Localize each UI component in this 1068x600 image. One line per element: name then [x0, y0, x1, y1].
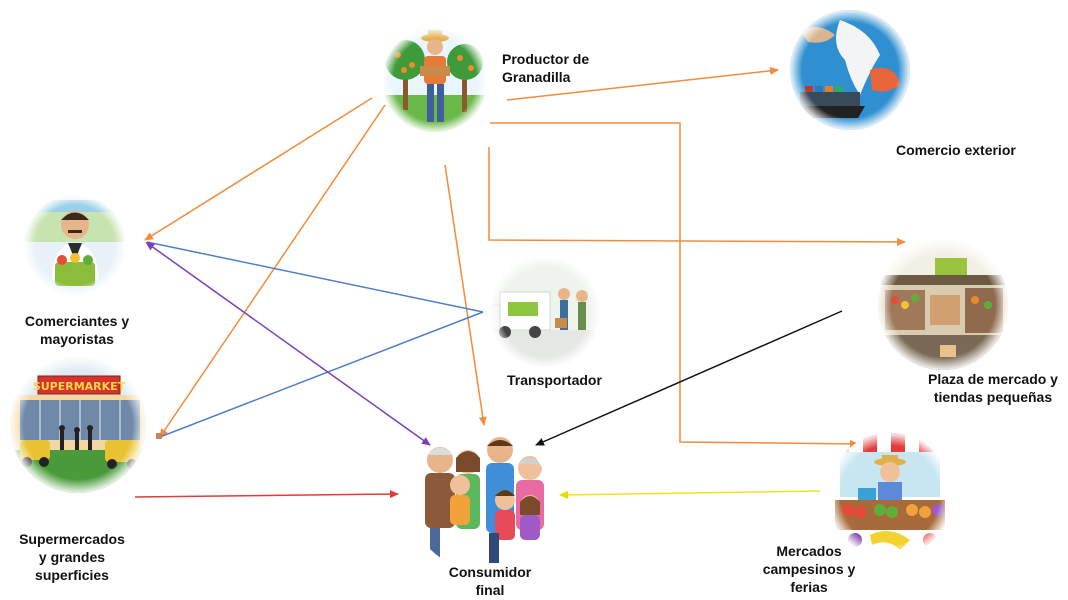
label-supermercados: Supermercados y grandes superficies: [6, 530, 138, 584]
label-line: final: [475, 582, 505, 598]
arrow-transportador-comerciantes: [146, 241, 484, 313]
label-line: Comercio exterior: [896, 142, 1016, 158]
arrow-supermercados-consumidor: [134, 490, 399, 499]
label-line: Plaza de mercado y: [928, 371, 1058, 387]
arrow-productor-consumidor: [444, 164, 487, 426]
label-line: Productor de: [502, 51, 590, 67]
label-line: Granadilla: [502, 69, 571, 85]
arrow-productor-plaza: [488, 147, 906, 246]
arrow-comerciantes-consumidor: [145, 241, 431, 446]
label-line: superficies: [35, 567, 109, 583]
label-line: Mercados: [776, 543, 842, 559]
merchant-icon: [25, 195, 125, 295]
label-line: mayoristas: [40, 331, 114, 347]
label-comerciantes: Comerciantes y mayoristas: [12, 312, 142, 348]
label-line: Supermercados: [19, 531, 125, 547]
label-line: tiendas pequeñas: [933, 389, 1053, 405]
supermarket-icon: SUPERMARKET: [10, 357, 146, 493]
label-line: y grandes: [38, 549, 106, 565]
globe-trade-icon: [790, 10, 910, 130]
label-transportador: Transportador: [507, 371, 602, 389]
arrow-productor-comercio: [506, 66, 779, 101]
market-stall-icon: [828, 433, 952, 557]
label-plaza: Plaza de mercado y tiendas pequeñas: [918, 370, 1068, 406]
arrow-plaza-consumidor: [535, 310, 843, 446]
arrow-mercados-consumidor: [559, 490, 821, 499]
label-mercados: Mercados campesinos y ferias: [744, 542, 874, 596]
label-comercio-exterior: Comercio exterior: [896, 141, 1016, 159]
label-consumidor: Consumidor final: [430, 563, 550, 599]
label-line: Transportador: [507, 372, 602, 388]
arrow-productor-comerciantes: [144, 97, 373, 241]
label-productor: Productor de Granadilla: [502, 50, 589, 86]
family-icon: [410, 430, 550, 570]
arrows: [134, 66, 906, 499]
truck-icon: [490, 257, 600, 367]
label-line: Consumidor: [448, 564, 532, 580]
arrow-transportador-supermercados: [159, 311, 484, 438]
arrow-productor-mercados: [490, 122, 859, 448]
supermarket-sign: SUPERMARKET: [33, 380, 126, 393]
label-line: campesinos y: [762, 561, 856, 577]
label-line: ferias: [790, 579, 828, 595]
label-line: Comerciantes y: [24, 313, 130, 329]
farmer-icon: [383, 28, 487, 132]
market-hall-icon: [878, 240, 1008, 370]
arrow-productor-supermercados: [159, 104, 386, 438]
